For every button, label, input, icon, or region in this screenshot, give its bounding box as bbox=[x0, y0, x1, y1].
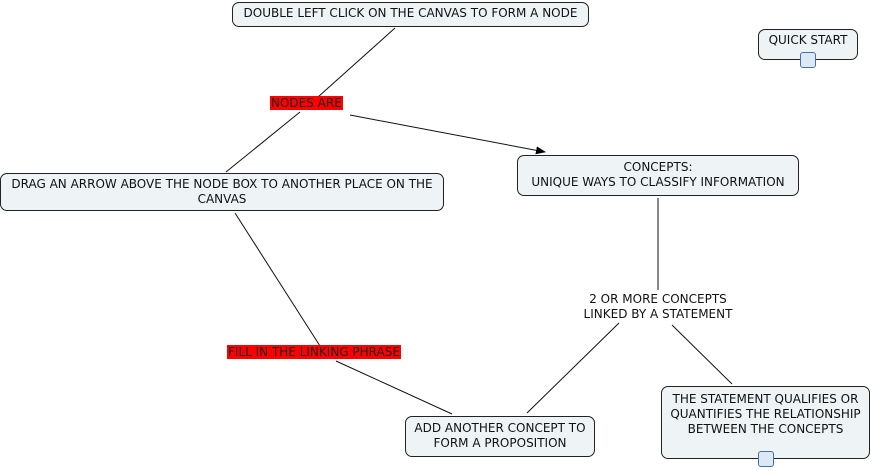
concept-node-drag-arrow[interactable]: DRAG AN ARROW ABOVE THE NODE BOX TO ANOT… bbox=[0, 173, 444, 211]
concept-node-concepts[interactable]: CONCEPTS:UNIQUE WAYS TO CLASSIFY INFORMA… bbox=[517, 155, 799, 196]
submap-icon[interactable] bbox=[757, 451, 774, 467]
linking-phrase-label: NODES ARE bbox=[270, 96, 343, 110]
node-label: DOUBLE LEFT CLICK ON THE CANVAS TO FORM … bbox=[243, 6, 578, 20]
link-line bbox=[526, 322, 620, 414]
link-line bbox=[335, 360, 453, 415]
node-label: ADD ANOTHER CONCEPT TO FORM A PROPOSITIO… bbox=[414, 421, 586, 450]
link-line bbox=[225, 111, 301, 173]
node-label: THE STATEMENT QUALIFIES OR QUANTIFIES TH… bbox=[670, 392, 861, 436]
node-label: QUICK START bbox=[768, 33, 848, 47]
concept-node-quick-start[interactable]: QUICK START bbox=[758, 29, 858, 68]
link-arrow bbox=[349, 114, 546, 155]
node-label: DRAG AN ARROW ABOVE THE NODE BOX TO ANOT… bbox=[11, 177, 433, 206]
concept-node-add-concept[interactable]: ADD ANOTHER CONCEPT TO FORM A PROPOSITIO… bbox=[405, 416, 595, 457]
link-line bbox=[317, 27, 396, 98]
link-line bbox=[671, 324, 733, 385]
linking-phrase-fill-in[interactable]: FILL IN THE LINKING PHRASE bbox=[227, 345, 401, 360]
linking-phrase-nodes-are[interactable]: NODES ARE bbox=[270, 96, 343, 111]
submap-icon[interactable] bbox=[800, 52, 816, 68]
node-label: CONCEPTS: bbox=[623, 160, 693, 174]
linking-phrase-label: FILL IN THE LINKING PHRASE bbox=[227, 345, 401, 359]
node-label: UNIQUE WAYS TO CLASSIFY INFORMATION bbox=[531, 175, 785, 189]
concept-node-statement[interactable]: THE STATEMENT QUALIFIES OR QUANTIFIES TH… bbox=[661, 386, 870, 467]
linking-phrase-label: LINKED BY A STATEMENT bbox=[583, 307, 733, 321]
link-line bbox=[234, 212, 321, 347]
concept-node-form-node[interactable]: DOUBLE LEFT CLICK ON THE CANVAS TO FORM … bbox=[232, 2, 589, 27]
linking-phrase-label: 2 OR MORE CONCEPTS bbox=[589, 292, 727, 306]
